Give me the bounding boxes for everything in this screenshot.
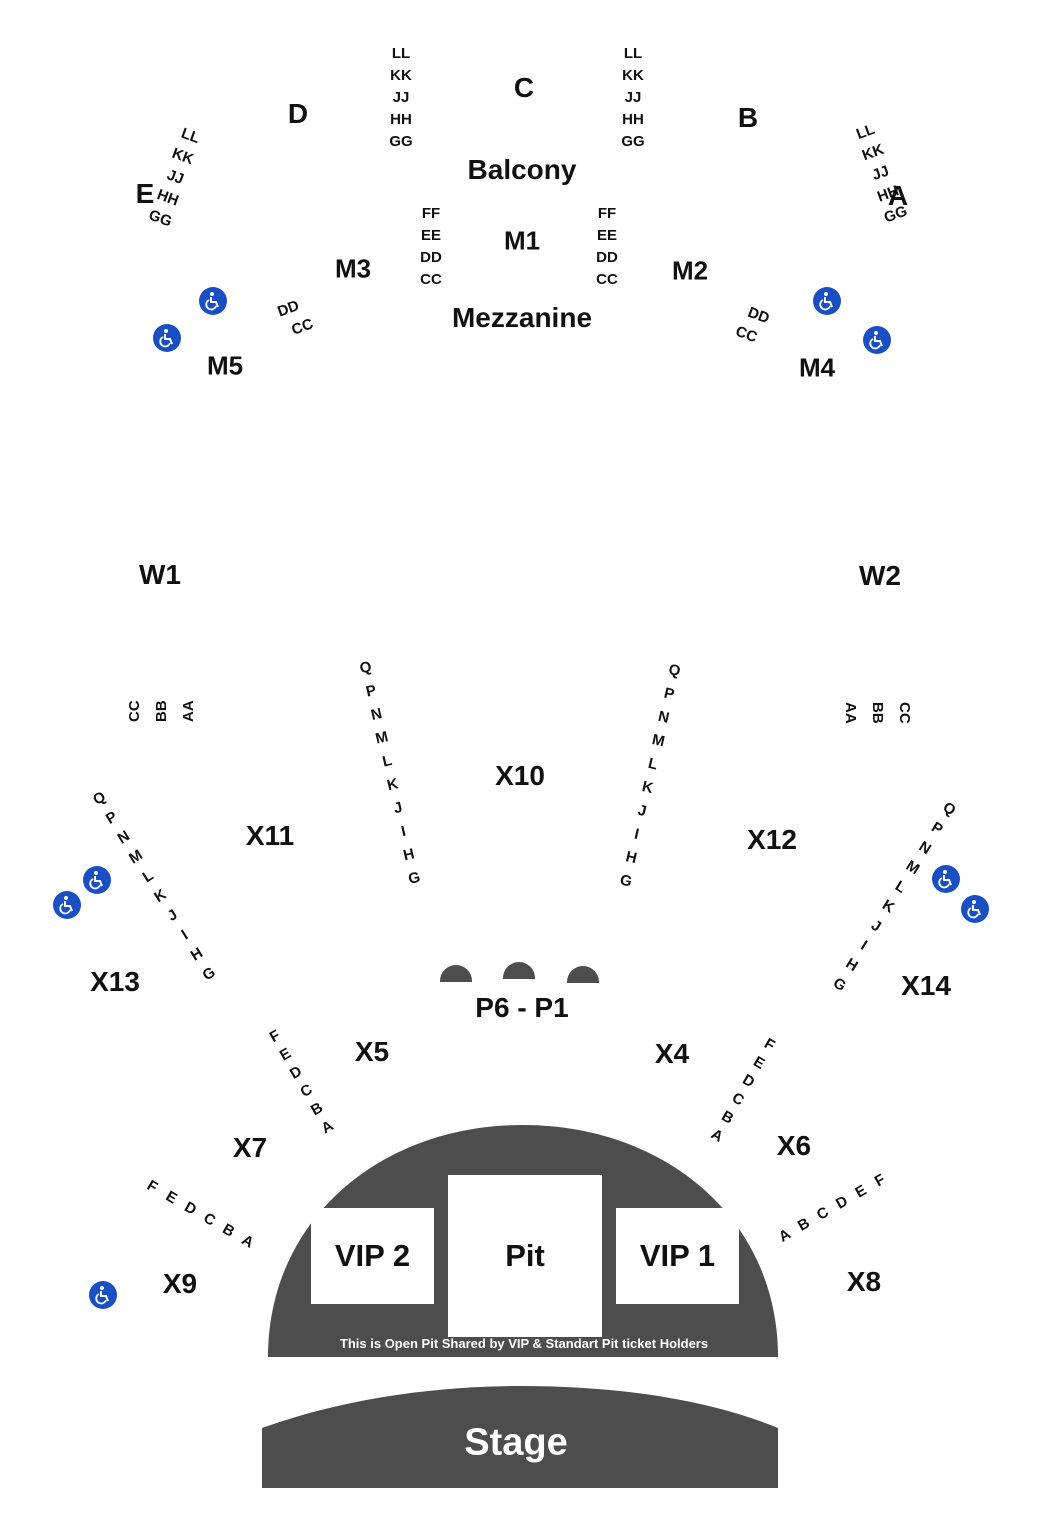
section-e[interactable]: E xyxy=(135,178,155,209)
row-label: LL xyxy=(391,45,411,62)
section-b[interactable]: B xyxy=(737,102,759,133)
rows-m1-right: FF EE DD CC xyxy=(596,203,618,291)
wheelchair-icon xyxy=(89,1281,117,1309)
row-label: CC xyxy=(126,700,143,722)
section-vip1-label: VIP 1 xyxy=(639,1238,716,1273)
wheelchair-icon xyxy=(932,865,960,893)
section-a[interactable]: A xyxy=(887,180,909,211)
row-label: EE xyxy=(420,227,442,244)
row-label: GG xyxy=(389,133,413,150)
section-x11[interactable]: X11 xyxy=(245,820,295,851)
section-x5[interactable]: X5 xyxy=(354,1036,390,1067)
section-m5[interactable]: M5 xyxy=(206,350,244,381)
section-x13[interactable]: X13 xyxy=(90,966,140,997)
row-label: CC xyxy=(896,702,913,724)
row-label: AA xyxy=(180,700,197,722)
mezzanine-label: Mezzanine xyxy=(451,302,593,333)
wheelchair-icon xyxy=(199,287,227,315)
rows-c-left: LL KK JJ HH GG xyxy=(389,43,412,153)
row-label: EE xyxy=(596,227,618,244)
pit-seat-p6[interactable] xyxy=(440,965,472,982)
section-x4[interactable]: X4 xyxy=(654,1038,690,1069)
pit-note: This is Open Pit Shared by VIP & Standar… xyxy=(339,1336,709,1351)
row-label: JJ xyxy=(624,89,642,106)
section-x8[interactable]: X8 xyxy=(846,1266,882,1297)
row-label: BB xyxy=(869,702,886,724)
row-label: LL xyxy=(623,45,643,62)
section-m2[interactable]: M2 xyxy=(671,255,709,286)
section-vip2[interactable]: VIP 2 xyxy=(311,1208,434,1304)
section-m1[interactable]: M1 xyxy=(503,225,541,256)
wheelchair-icon xyxy=(863,326,891,354)
section-x10[interactable]: X10 xyxy=(495,760,545,791)
row-label: KK xyxy=(622,67,644,84)
rows-w1: CC BB AA xyxy=(121,700,202,722)
stage-shape xyxy=(262,1386,778,1488)
section-d[interactable]: D xyxy=(287,98,309,129)
wheelchair-icon xyxy=(813,287,841,315)
section-x12[interactable]: X12 xyxy=(747,824,797,855)
pit-seat-p2[interactable] xyxy=(567,966,599,983)
section-p6-p1[interactable]: P6 - P1 xyxy=(475,992,569,1023)
row-label: CC xyxy=(420,271,442,288)
row-label: KK xyxy=(390,67,412,84)
section-vip1[interactable]: VIP 1 xyxy=(616,1208,739,1304)
section-w2[interactable]: W2 xyxy=(859,560,901,591)
row-label: BB xyxy=(153,700,170,722)
section-m3[interactable]: M3 xyxy=(334,253,372,284)
wheelchair-icon xyxy=(53,891,81,919)
section-vip2-label: VIP 2 xyxy=(334,1238,411,1273)
stage-label: Stage xyxy=(464,1421,568,1464)
section-x9[interactable]: X9 xyxy=(162,1268,198,1299)
row-label: CC xyxy=(596,271,618,288)
pit-seat-p4[interactable] xyxy=(503,962,535,979)
row-label: DD xyxy=(420,249,442,266)
row-label: GG xyxy=(621,133,645,150)
rows-w2: CC BB AA xyxy=(837,702,918,724)
section-x7[interactable]: X7 xyxy=(232,1132,268,1163)
row-label: DD xyxy=(596,249,618,266)
section-pit[interactable]: Pit xyxy=(448,1175,602,1337)
row-label: HH xyxy=(390,111,412,128)
wheelchair-icon xyxy=(83,866,111,894)
rows-m1-left: FF EE DD CC xyxy=(420,203,442,291)
row-label: HH xyxy=(622,111,644,128)
section-c[interactable]: C xyxy=(513,72,535,103)
section-pit-label: Pit xyxy=(505,1238,545,1273)
section-x6[interactable]: X6 xyxy=(776,1130,812,1161)
wheelchair-icon xyxy=(961,895,989,923)
row-label: FF xyxy=(597,205,617,222)
balcony-label: Balcony xyxy=(467,154,577,185)
row-label: JJ xyxy=(392,89,410,106)
row-label: FF xyxy=(421,205,441,222)
section-x14[interactable]: X14 xyxy=(901,970,951,1001)
section-w1[interactable]: W1 xyxy=(139,559,181,590)
section-m4[interactable]: M4 xyxy=(798,352,836,383)
wheelchair-icon xyxy=(153,324,181,352)
rows-c-right: LL KK JJ HH GG xyxy=(621,43,644,153)
row-label: AA xyxy=(842,702,859,724)
